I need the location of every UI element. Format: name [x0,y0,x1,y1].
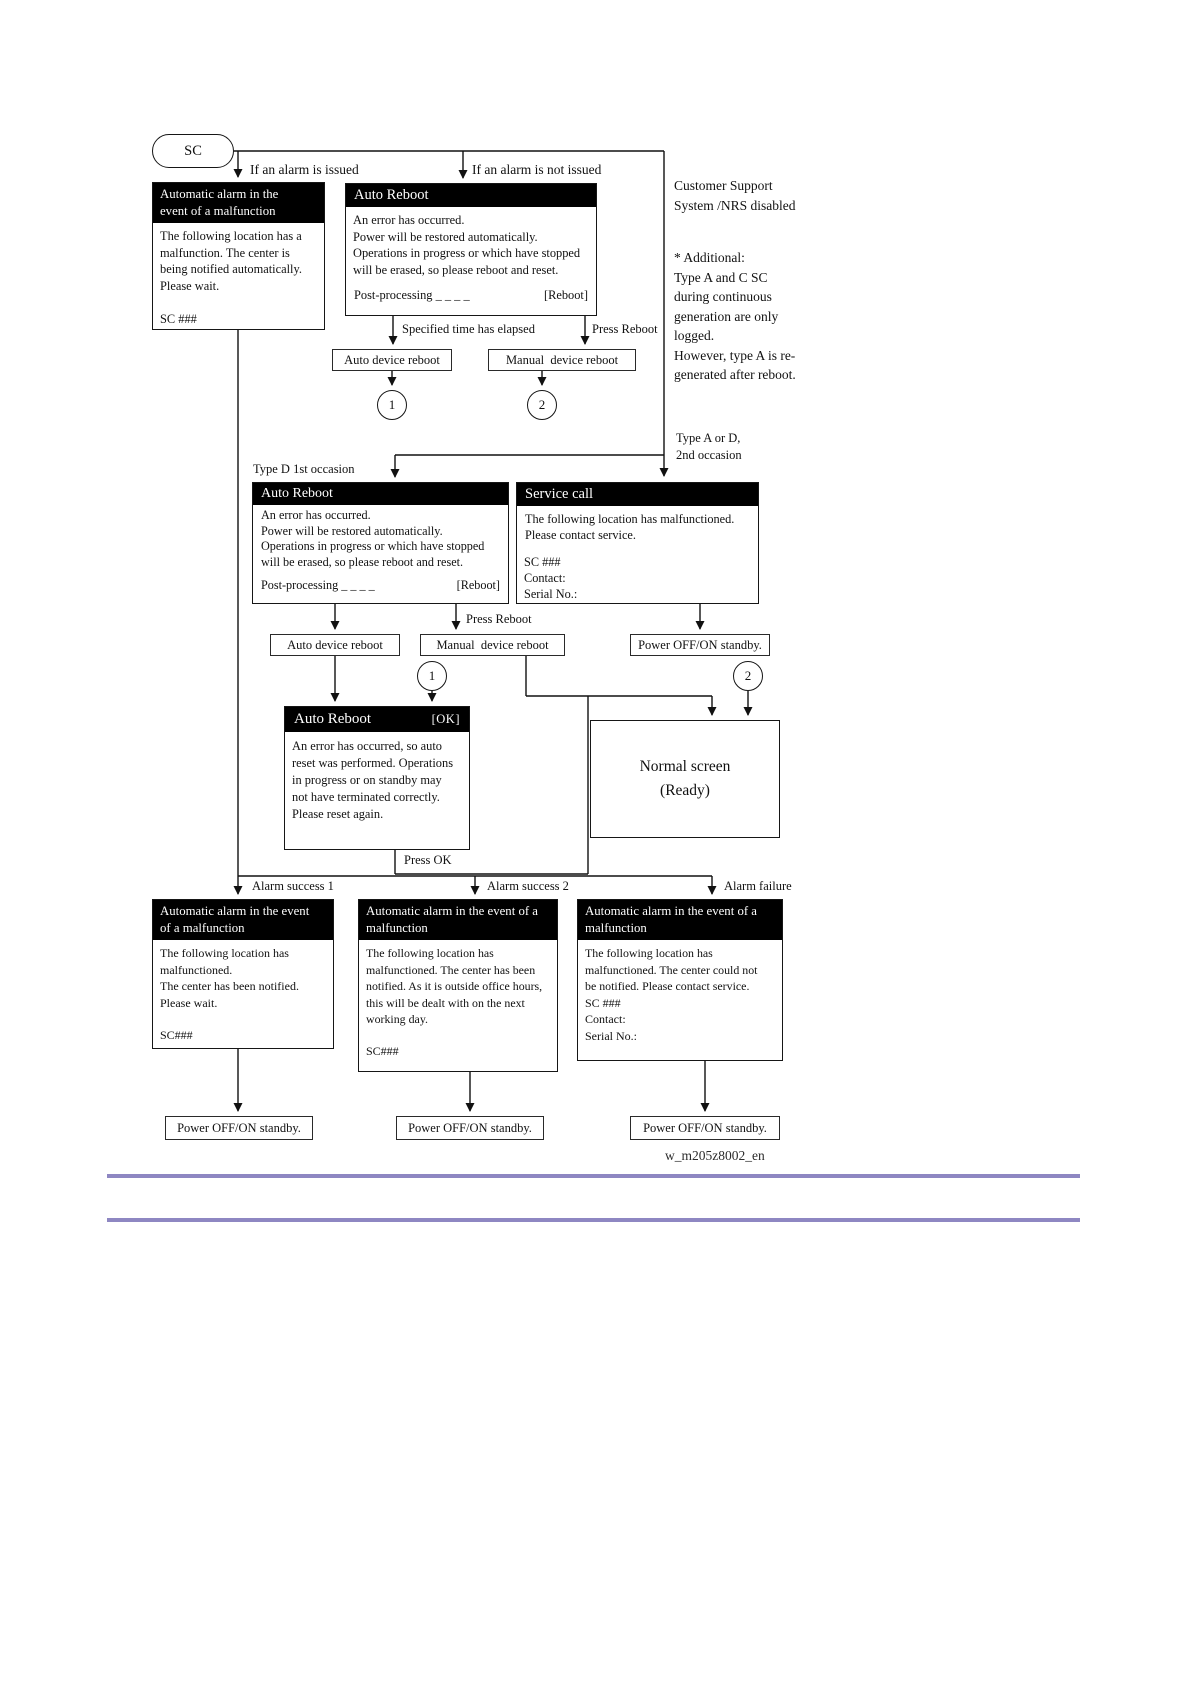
note-additional: * Additional: Type A and C SC during con… [674,250,796,382]
sc-start-label: SC [184,142,202,159]
label-press-reboot-mid: Press Reboot [466,612,532,626]
post-processing-text-2: Post-processing _ _ _ _ [261,578,375,593]
power-standby-2-label: Power OFF/ON standby. [408,1120,532,1135]
box-auto-reboot-2-post-row: Post-processing _ _ _ _ [Reboot] [253,570,508,593]
reboot-softkey-label: [Reboot] [543,288,588,302]
box-automatic-alarm-1-body: The following location has a malfunction… [160,229,302,293]
box-service-call-body: The following location has malfunctioned… [525,512,735,542]
label-specified-time: Specified time has elapsed [402,322,535,336]
normal-screen-line1: Normal screen [639,758,731,775]
box-alarm-result-failure: Automatic alarm in the event of a malfun… [577,899,783,1061]
box-auto-reboot-1-body: An error has occurred. Power will be res… [353,213,581,277]
box-alarm-result-failure-title: Automatic alarm in the event of a malfun… [578,900,782,940]
box-manual-device-reboot-1: Manual device reboot [488,349,636,371]
box-alarm-result-success1: Automatic alarm in the event of a malfun… [152,899,334,1049]
label-alarm-success-1: Alarm success 1 [252,879,334,893]
power-standby-top-label: Power OFF/ON standby. [638,637,762,652]
auto-device-reboot-1-label: Auto device reboot [344,352,440,367]
page-divider-rule-1 [107,1174,1080,1178]
box-alarm-result-success2-title: Automatic alarm in the event of a malfun… [359,900,557,940]
box-service-call-code: SC ### Contact: Serial No.: [524,555,578,601]
box-auto-device-reboot-2: Auto device reboot [270,634,400,656]
box-auto-reboot-ok: Auto Reboot [OK] An error has occurred, … [284,706,470,850]
normal-screen-line2: (Ready) [660,782,710,799]
box-alarm-result-success2-body: The following location has malfunctioned… [366,946,543,1026]
box-power-standby-2: Power OFF/ON standby. [396,1116,544,1140]
label-type-a-d-second-occasion: Type A or D, 2nd occasion [676,431,742,462]
ok-softkey-label: [OK] [431,712,460,726]
box-auto-reboot-1-post-row: Post-processing _ _ _ _ [Reboot] [346,278,596,303]
box-auto-reboot-ok-title-row: Auto Reboot [OK] [285,707,469,732]
label-press-ok: Press OK [404,853,452,867]
power-standby-1-label: Power OFF/ON standby. [177,1120,301,1135]
power-standby-3-label: Power OFF/ON standby. [643,1120,767,1135]
label-press-reboot-top: Press Reboot [592,322,658,336]
box-power-standby-1: Power OFF/ON standby. [165,1116,313,1140]
connector-2-label: 2 [538,397,546,412]
box-alarm-result-failure-body: The following location has malfunctioned… [585,946,758,993]
box-service-call: Service call The following location has … [516,482,759,604]
connector-circle-1-out: 1 [377,390,407,420]
reboot-softkey-label-2: [Reboot] [456,578,500,593]
manual-device-reboot-2-label: Manual device reboot [436,637,549,652]
post-processing-text: Post-processing _ _ _ _ [354,288,470,302]
label-alarm-success-2: Alarm success 2 [487,879,569,893]
box-alarm-result-success1-title: Automatic alarm in the event of a malfun… [153,900,333,940]
connector-circle-1-in: 1 [417,661,447,691]
label-if-alarm-not-issued: If an alarm is not issued [472,162,602,177]
box-automatic-alarm-1-code: SC ### [160,312,197,326]
box-alarm-result-success1-code: SC### [160,1028,193,1042]
box-auto-reboot-ok-title: Auto Reboot [294,711,372,727]
box-power-standby-3: Power OFF/ON standby. [630,1116,780,1140]
label-alarm-failure: Alarm failure [724,879,792,893]
box-auto-reboot-ok-body: An error has occurred, so auto reset was… [292,739,454,821]
box-auto-reboot-1: Auto Reboot An error has occurred. Power… [345,183,597,316]
box-auto-reboot-2-title: Auto Reboot [253,483,508,505]
box-automatic-alarm-1: Automatic alarm in the event of a malfun… [152,182,325,330]
sc-start-terminator: SC [152,134,234,168]
box-auto-reboot-2-body: An error has occurred. Power will be res… [261,508,485,569]
connector-1-label: 1 [388,397,396,412]
manual-device-reboot-1-label: Manual device reboot [505,352,619,367]
connector-circle-2-out: 2 [527,390,557,420]
box-alarm-result-success2: Automatic alarm in the event of a malfun… [358,899,558,1072]
figure-id-label: w_m205z8002_en [665,1148,765,1163]
box-automatic-alarm-1-title: Automatic alarm in the event of a malfun… [153,183,324,223]
box-auto-reboot-2: Auto Reboot An error has occurred. Power… [252,482,509,604]
page-divider-rule-2 [107,1218,1080,1222]
connector-circle-2-in: 2 [733,661,763,691]
box-auto-reboot-1-title: Auto Reboot [346,184,596,207]
box-alarm-result-success1-body: The following location has malfunctioned… [160,946,299,1010]
connector-1-label-in: 1 [428,668,436,683]
connector-2-label-in: 2 [744,668,752,683]
box-power-standby-top: Power OFF/ON standby. [630,634,770,656]
note-customer-support: Customer Support System /NRS disabled [674,178,796,213]
box-alarm-result-failure-code: SC ### Contact: Serial No.: [585,995,637,1043]
box-normal-screen: Normal screen (Ready) [590,720,780,838]
box-service-call-title: Service call [517,483,758,506]
label-if-alarm-issued: If an alarm is issued [250,162,359,177]
box-manual-device-reboot-2: Manual device reboot [420,634,565,656]
auto-device-reboot-2-label: Auto device reboot [287,637,383,652]
label-type-d-first-occasion: Type D 1st occasion [253,462,355,476]
box-alarm-result-success2-code: SC### [366,1043,399,1058]
box-auto-device-reboot-1: Auto device reboot [332,349,452,371]
